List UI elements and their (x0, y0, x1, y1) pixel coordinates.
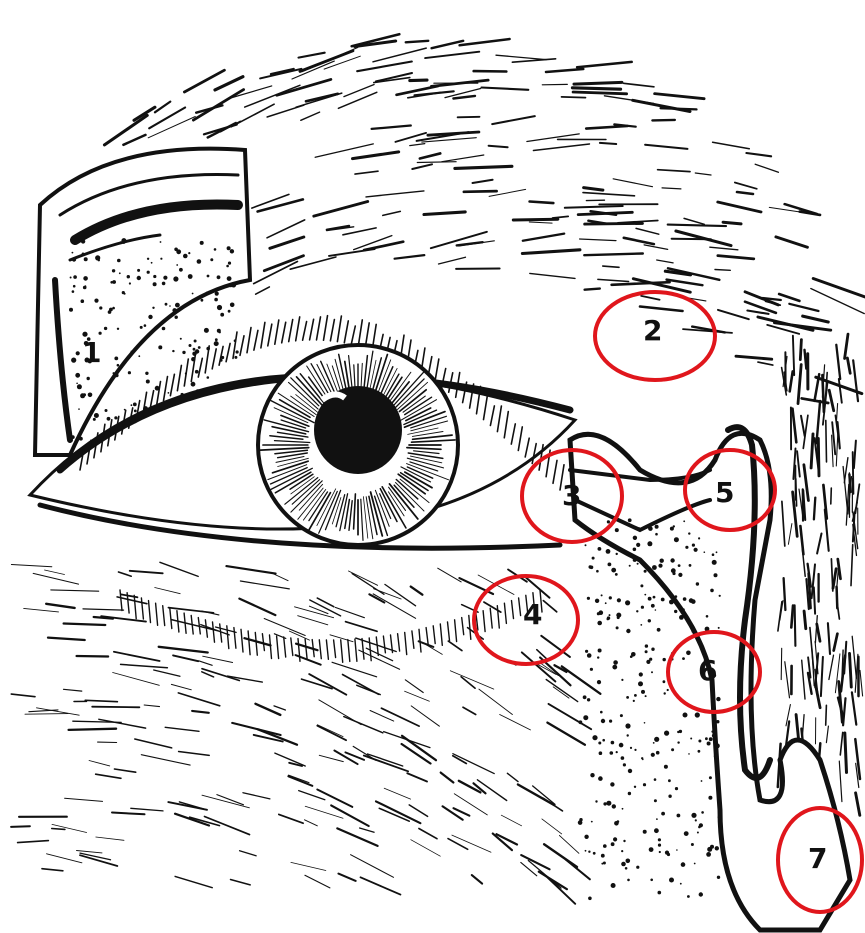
callout-number-4: 4 (523, 598, 542, 631)
cheek-hatching (11, 562, 600, 904)
callout-number-3: 3 (562, 479, 581, 512)
callout-number-1: 1 (82, 336, 101, 369)
callout-number-7: 7 (808, 842, 827, 875)
iris (258, 345, 458, 545)
callout-number-6: 6 (698, 654, 717, 687)
callout-number-2: 2 (643, 314, 662, 347)
callout-number-5: 5 (715, 476, 734, 509)
